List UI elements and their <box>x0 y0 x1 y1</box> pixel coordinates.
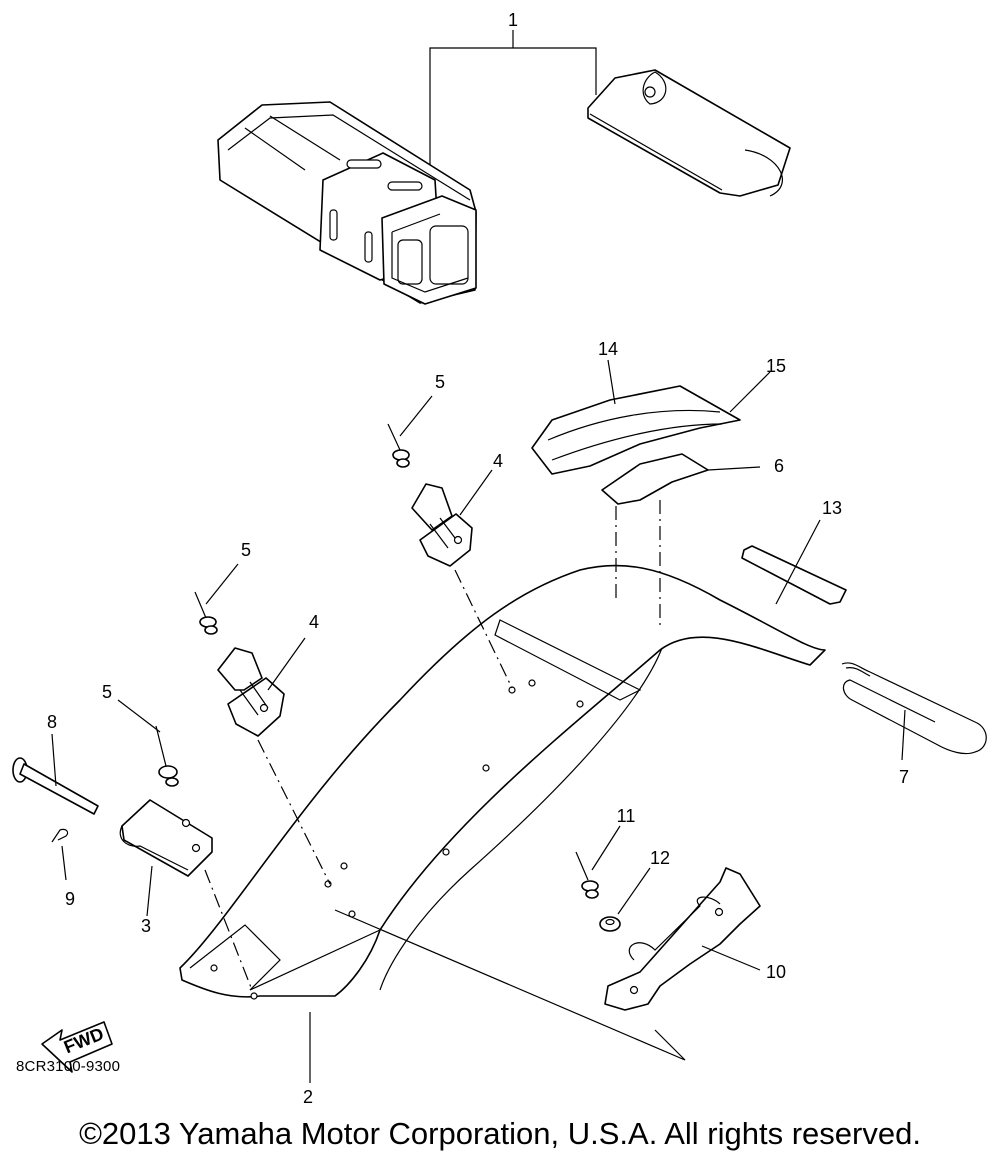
part-6-pad-decal <box>601 453 761 626</box>
callout-12: 12 <box>650 848 670 868</box>
part-7-grab-handle <box>841 662 987 761</box>
callout-9: 9 <box>65 889 75 909</box>
callout-4-lower: 4 <box>309 612 319 632</box>
part-4-clip-lower <box>217 637 331 885</box>
part-11-screw <box>575 825 621 899</box>
part-4-clip-upper <box>411 469 513 689</box>
callout-1: 1 <box>508 10 518 30</box>
part-12-grommet <box>599 867 651 932</box>
callout-13: 13 <box>822 498 842 518</box>
part-14-15-stripe-decal <box>531 359 771 475</box>
callout-8: 8 <box>47 712 57 732</box>
callout-5-middle: 5 <box>241 540 251 560</box>
callout-10: 10 <box>766 962 786 982</box>
part-5-screw-upper <box>387 395 433 468</box>
part-1-bag-set <box>217 30 791 305</box>
part-5-screw-middle <box>194 563 239 635</box>
callout-4-upper: 4 <box>493 451 503 471</box>
callout-14: 14 <box>598 339 618 359</box>
diagram-code: 8CR3100-9300 <box>16 1058 121 1075</box>
copyright-notice: ©2013 Yamaha Motor Corporation, U.S.A. A… <box>79 1116 921 1151</box>
callout-15: 15 <box>766 356 786 376</box>
part-13-strip <box>741 519 847 605</box>
callout-6: 6 <box>774 456 784 476</box>
part-9-clip <box>51 828 69 881</box>
callout-5-upper: 5 <box>435 372 445 392</box>
part-2-carrier-plate <box>179 564 826 1083</box>
callout-5-left: 5 <box>102 682 112 702</box>
callout-7: 7 <box>899 767 909 787</box>
part-8-pin <box>12 733 99 815</box>
bag-cover <box>587 69 791 197</box>
part-5-screw-left <box>117 699 179 787</box>
callout-11: 11 <box>617 806 636 826</box>
exploded-parts-diagram: FWD 1 2 3 4 4 5 5 5 6 7 8 9 10 11 12 13 … <box>12 10 987 1107</box>
seat-bag <box>217 101 477 305</box>
callout-2: 2 <box>303 1087 313 1107</box>
part-10-bracket-cover <box>604 867 761 1011</box>
part-3-hinge-bracket <box>119 799 253 991</box>
callout-3: 3 <box>141 916 151 936</box>
callout-labels: 1 2 3 4 4 5 5 5 6 7 8 9 10 11 12 13 14 1… <box>47 10 909 1107</box>
